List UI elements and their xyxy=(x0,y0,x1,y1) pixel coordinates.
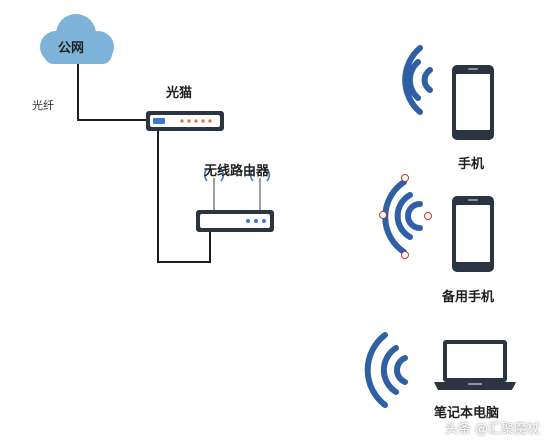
fiber-line xyxy=(77,60,148,121)
fiber-label: 光纤 xyxy=(32,99,54,112)
modem-router-cable xyxy=(157,130,211,263)
wifi-waves-backup-phone xyxy=(379,174,432,259)
internet-label: 公网 xyxy=(58,41,85,56)
wifi-waves-laptop xyxy=(364,332,408,408)
modem-label: 光猫 xyxy=(166,86,193,101)
wifi-waves-phone xyxy=(402,45,433,115)
cloud-icon xyxy=(40,14,114,64)
laptop-label: 笔记本电脑 xyxy=(434,406,500,421)
watermark: 头条 @汇聚魔杖 xyxy=(444,422,540,437)
laptop-icon xyxy=(434,340,516,390)
modem-icon xyxy=(146,111,224,131)
phone-label: 手机 xyxy=(458,157,485,172)
connection-lines xyxy=(77,60,211,263)
phone-icon xyxy=(452,65,494,140)
router-label: 无线路由器 xyxy=(204,164,270,179)
backup-phone-icon xyxy=(452,196,494,272)
backup-phone-label: 备用手机 xyxy=(442,290,495,305)
router-icon xyxy=(196,168,274,232)
